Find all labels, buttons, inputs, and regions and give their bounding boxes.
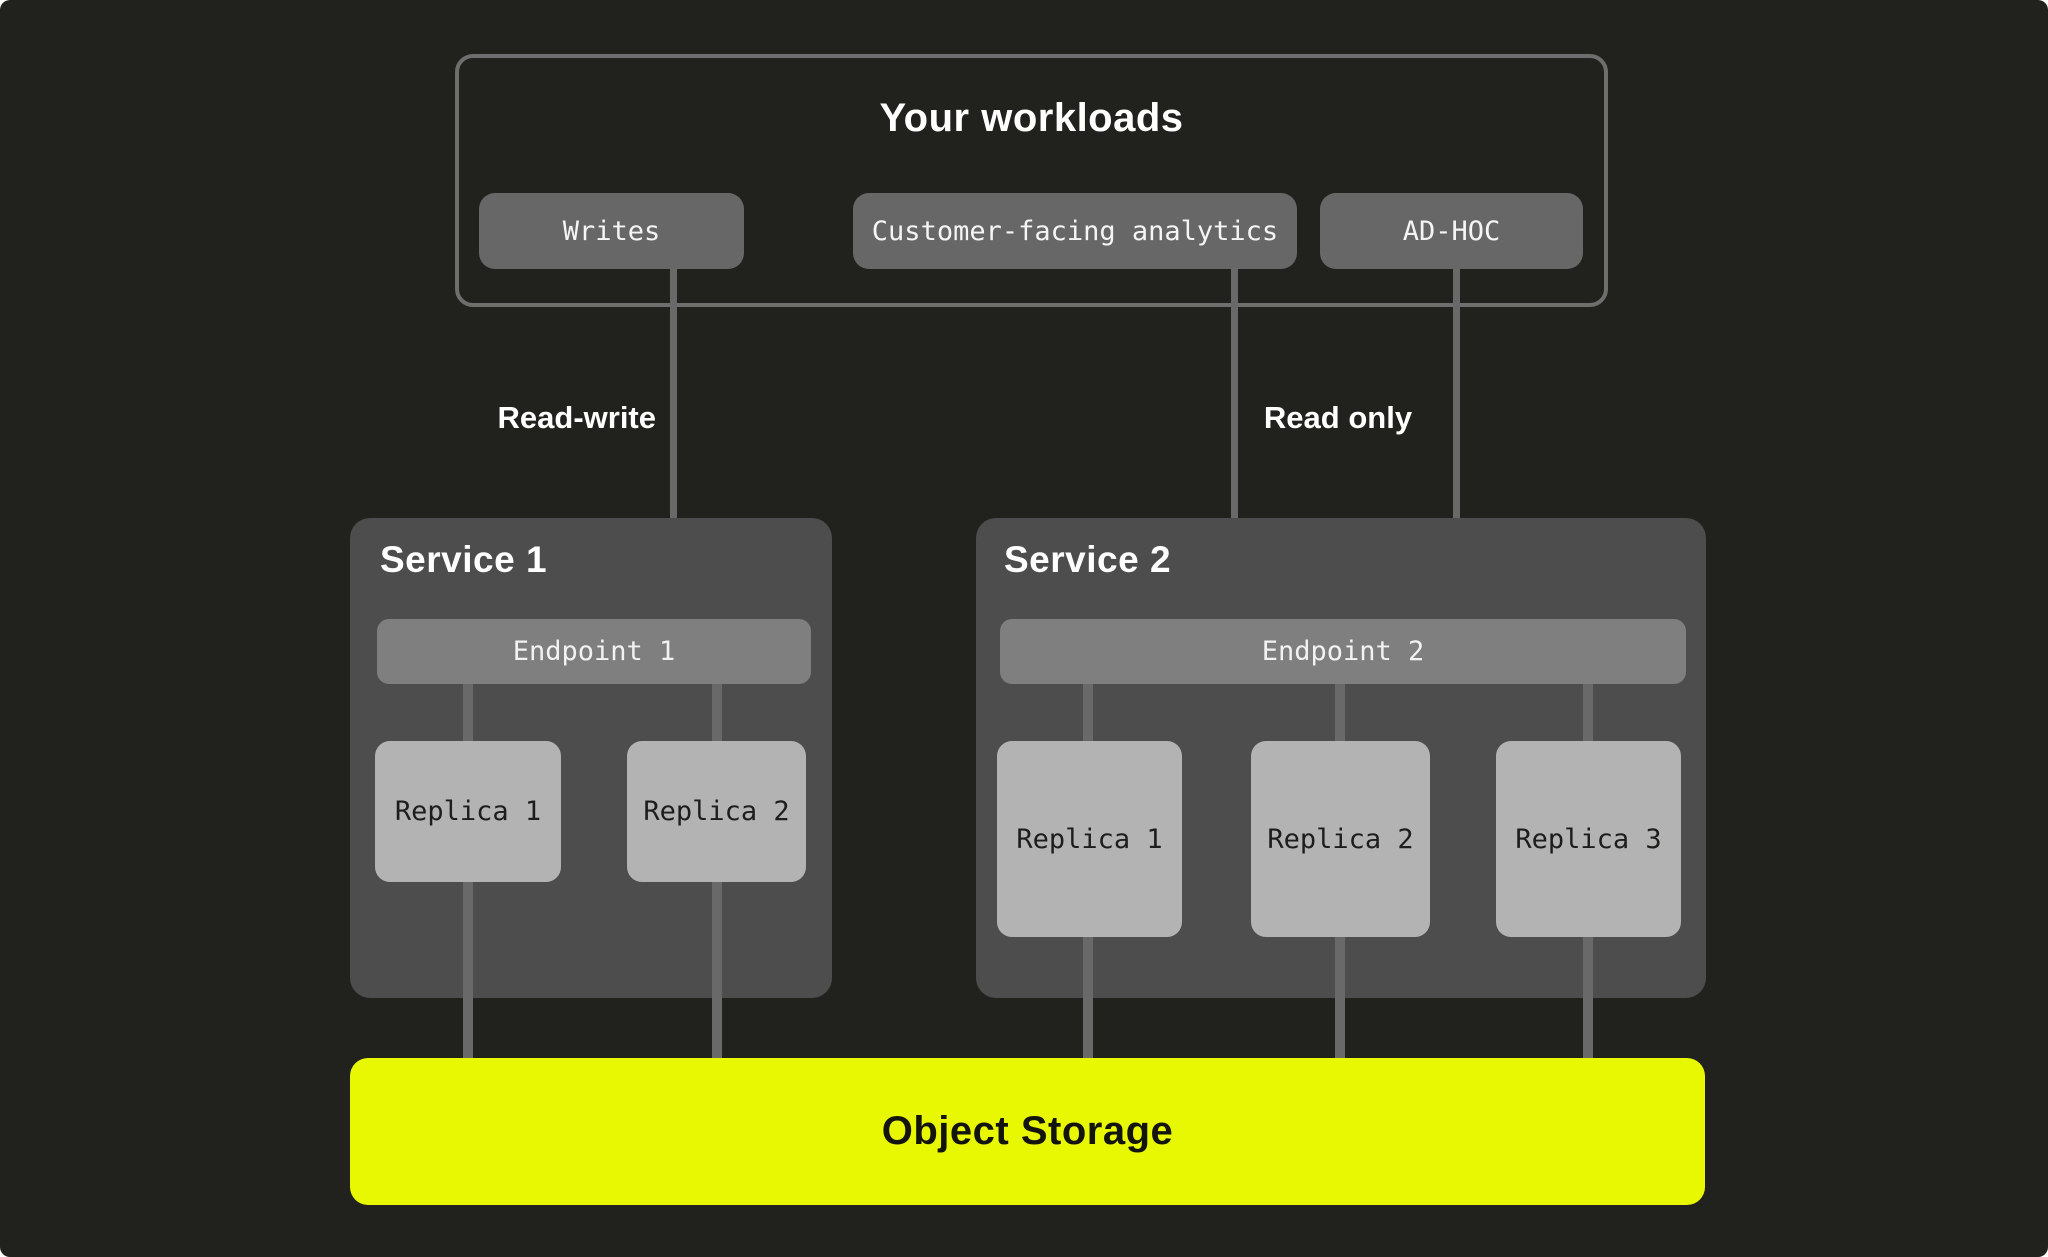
label-read-write: Read-write bbox=[497, 400, 656, 435]
workloads-panel: Your workloads Writes Customer-facing an… bbox=[455, 54, 1608, 307]
label-read-only: Read only bbox=[1263, 400, 1413, 435]
service-2-replica-3: Replica 3 bbox=[1496, 741, 1681, 937]
arrow-analytics-to-endpoint2-line bbox=[1231, 268, 1238, 590]
workloads-title: Your workloads bbox=[879, 96, 1184, 140]
service-1-replica-2: Replica 2 bbox=[627, 741, 806, 882]
service-2-replica-1: Replica 1 bbox=[997, 741, 1182, 937]
arrow-adhoc-to-endpoint2-line bbox=[1453, 268, 1460, 590]
workload-button-ad-hoc: AD-HOC bbox=[1320, 193, 1583, 269]
workload-button-writes: Writes bbox=[479, 193, 744, 269]
object-storage: Object Storage bbox=[350, 1058, 1705, 1205]
service-1-replica-1: Replica 1 bbox=[375, 741, 561, 882]
service-1-title: Service 1 bbox=[380, 539, 548, 580]
service-2-replica-2: Replica 2 bbox=[1251, 741, 1430, 937]
service-1-content: Service 1 Endpoint 1 Replica 1 Replica 2 bbox=[350, 518, 832, 998]
service-2-content: Service 2 Endpoint 2 Replica 1 Replica 2… bbox=[976, 518, 1706, 998]
endpoint-1: Endpoint 1 bbox=[377, 619, 811, 684]
service-2-title: Service 2 bbox=[1004, 539, 1172, 580]
endpoint-2: Endpoint 2 bbox=[1000, 619, 1686, 684]
workload-button-customer-facing-analytics: Customer-facing analytics bbox=[853, 193, 1297, 269]
arrow-writes-to-endpoint1-line bbox=[670, 268, 677, 590]
